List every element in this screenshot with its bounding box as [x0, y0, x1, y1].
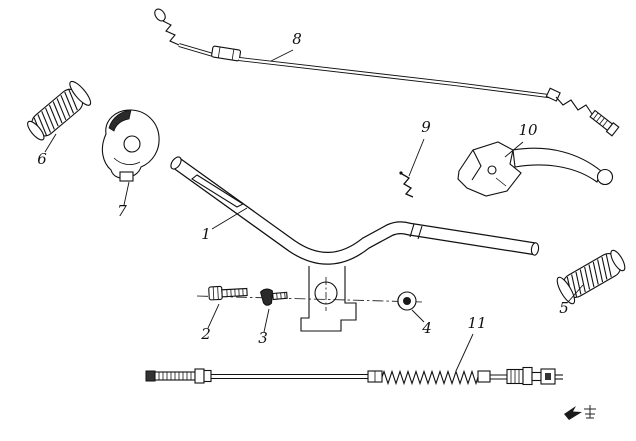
part-label-11: 11 [467, 314, 486, 332]
clip-spring [399, 171, 414, 198]
right-grip [556, 249, 626, 305]
leader-line-10 [504, 141, 524, 158]
leader-line-7 [123, 181, 130, 206]
switch-housing [101, 109, 160, 182]
leader-line-11 [455, 333, 474, 372]
left-grip-hatching [33, 88, 78, 140]
part-label-1: 1 [201, 225, 211, 243]
left-grip [27, 80, 92, 141]
cable-threaded-end [589, 109, 620, 137]
leader-lines [44, 49, 584, 372]
handlebar-knurl-mark [191, 174, 245, 208]
leader-line-1 [211, 207, 248, 230]
part-label-2: 2 [200, 325, 211, 343]
handlebar [170, 156, 540, 265]
part-label-3: 3 [258, 329, 268, 347]
part-label-4: 4 [421, 319, 432, 337]
leader-line-6 [44, 133, 57, 153]
handlebar-stem [300, 266, 357, 332]
brake-cable [145, 366, 563, 386]
lever-ball-end [596, 168, 614, 186]
leader-line-9 [408, 138, 425, 177]
brake-lever [457, 141, 614, 197]
leader-line-5 [567, 284, 584, 303]
leader-line-3 [263, 308, 270, 333]
part-label-8: 8 [292, 30, 302, 48]
stamp [564, 405, 596, 420]
part-labels: 1 2 3 4 5 6 7 8 9 10 11 [37, 30, 569, 347]
part-label-9: 9 [421, 118, 431, 136]
assembly-axis-line [196, 295, 423, 303]
part-label-6: 6 [37, 150, 47, 168]
part-label-10: 10 [518, 121, 538, 139]
hex-bolt [208, 285, 248, 301]
leader-line-2 [207, 303, 220, 329]
part-label-7: 7 [117, 202, 127, 220]
cable-spring-section [381, 369, 479, 386]
lever-blade [512, 147, 602, 183]
stamp-arrow-icon [564, 406, 582, 420]
stamp-glyph-icon [584, 405, 596, 419]
screw [259, 288, 288, 306]
nut [397, 291, 417, 311]
part-label-5: 5 [559, 299, 569, 317]
leader-line-4 [411, 309, 425, 323]
cable-adjuster-barrel [211, 45, 242, 62]
throttle-cable [154, 8, 620, 137]
leader-line-8 [270, 49, 294, 62]
